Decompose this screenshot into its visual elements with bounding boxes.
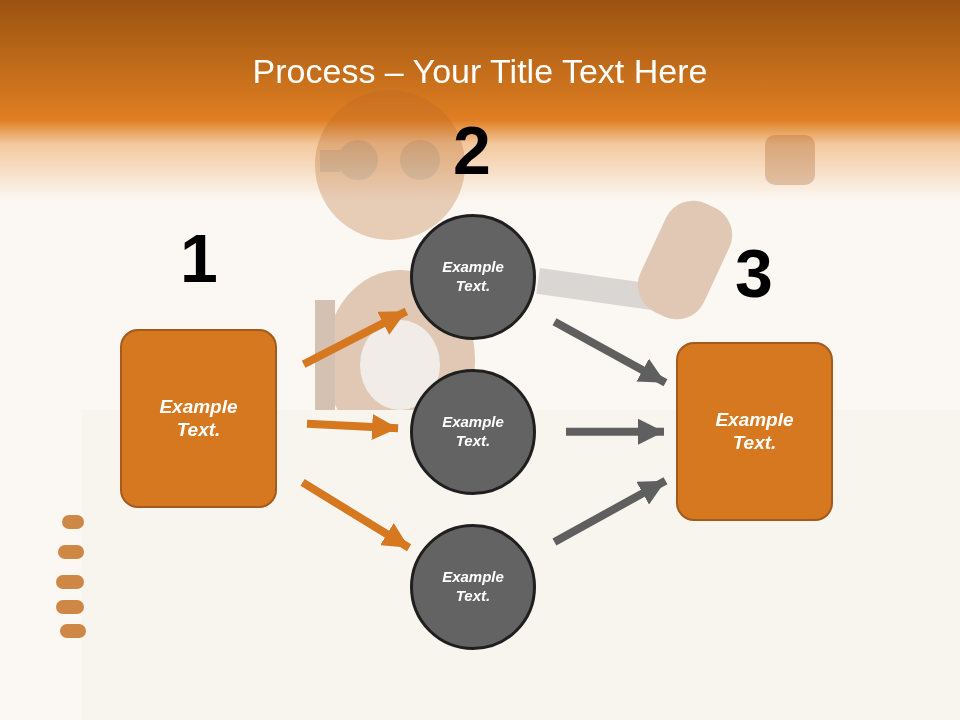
callout-number: 1	[180, 224, 218, 292]
flow-arrow	[555, 322, 666, 383]
circle-shape	[412, 216, 535, 339]
node-text: Example Text.	[139, 395, 259, 443]
node-text: Example Text.	[428, 258, 518, 296]
flow-arrow	[566, 428, 664, 436]
flow-arrow	[303, 482, 410, 547]
flow-arrow	[307, 424, 398, 428]
step-circle: Example Text.	[410, 524, 536, 650]
callout-number: 2	[453, 116, 491, 184]
node-text: Example Text.	[695, 408, 815, 456]
slide-title: Process – Your Title Text Here	[0, 52, 960, 91]
step-circle: Example Text.	[410, 214, 536, 340]
node-text: Example Text.	[428, 568, 518, 606]
flow-arrow	[304, 311, 407, 364]
step-circle: Example Text.	[410, 369, 536, 495]
robot-hand	[56, 515, 86, 638]
header-band	[0, 0, 960, 200]
callout-number: 3	[735, 239, 773, 307]
flow-arrow	[554, 481, 665, 542]
circle-shape	[412, 371, 535, 494]
node-text: Example Text.	[428, 413, 518, 451]
process-box: Example Text.	[676, 342, 833, 521]
process-box: Example Text.	[120, 329, 277, 508]
circle-shape	[412, 526, 535, 649]
